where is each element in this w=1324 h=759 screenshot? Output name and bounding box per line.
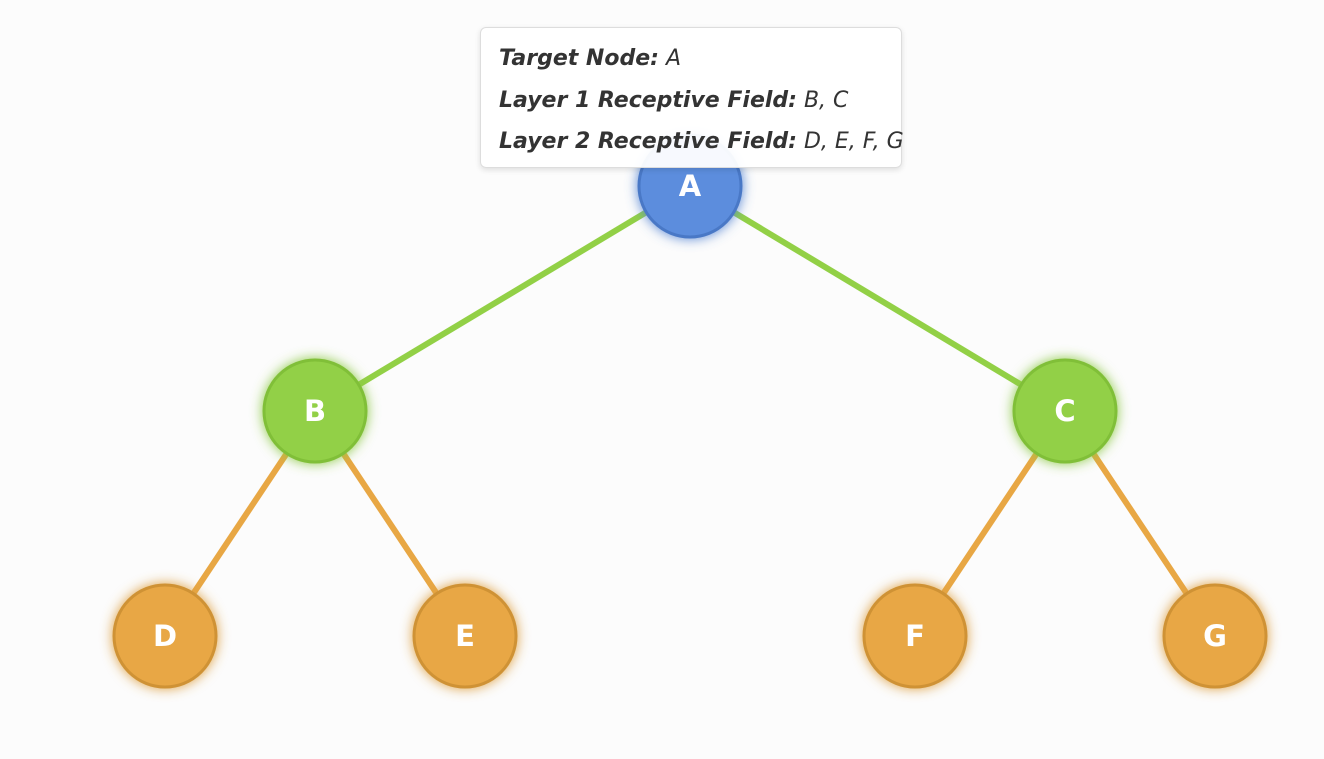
node-label-e: E <box>455 619 475 653</box>
node-label-b: B <box>304 394 326 428</box>
nodes: A B C D E F G <box>112 133 1268 689</box>
node-b[interactable]: B <box>262 358 368 464</box>
node-circle-e[interactable] <box>412 583 518 689</box>
node-tooltip: Target Node: A Layer 1 Receptive Field: … <box>480 27 904 168</box>
node-label-g: G <box>1203 619 1227 653</box>
tooltip-layer1-value: B, C <box>803 87 849 113</box>
node-d[interactable]: D <box>112 583 218 689</box>
node-circle-d[interactable] <box>112 583 218 689</box>
tooltip-target-value: A <box>665 46 681 71</box>
node-label-d: D <box>153 619 177 653</box>
edge-a-b <box>313 183 692 414</box>
node-g[interactable]: G <box>1162 583 1268 689</box>
tooltip-layer2-row: Layer 2 Receptive Field: D, E, F, G <box>499 126 904 168</box>
node-circle-c[interactable] <box>1012 358 1118 464</box>
node-label-f: F <box>905 619 925 653</box>
node-e[interactable]: E <box>412 583 518 689</box>
tooltip-layer1-row: Layer 1 Receptive Field: B, C <box>499 85 883 127</box>
edge-a-c <box>688 183 1067 414</box>
node-c[interactable]: C <box>1012 358 1118 464</box>
node-circle-g[interactable] <box>1162 583 1268 689</box>
tooltip-target-row: Target Node: A <box>499 43 883 85</box>
node-circle-f[interactable] <box>862 583 968 689</box>
node-f[interactable]: F <box>862 583 968 689</box>
tooltip-layer2-value: D, E, F, G <box>803 129 904 154</box>
node-label-a: A <box>679 169 702 203</box>
tooltip-target-key: Target Node: <box>499 46 659 71</box>
tooltip-layer2-key: Layer 2 Receptive Field: <box>499 129 797 154</box>
node-label-c: C <box>1054 394 1075 428</box>
tooltip-layer1-key: Layer 1 Receptive Field: <box>499 87 797 113</box>
node-circle-b[interactable] <box>262 358 368 464</box>
